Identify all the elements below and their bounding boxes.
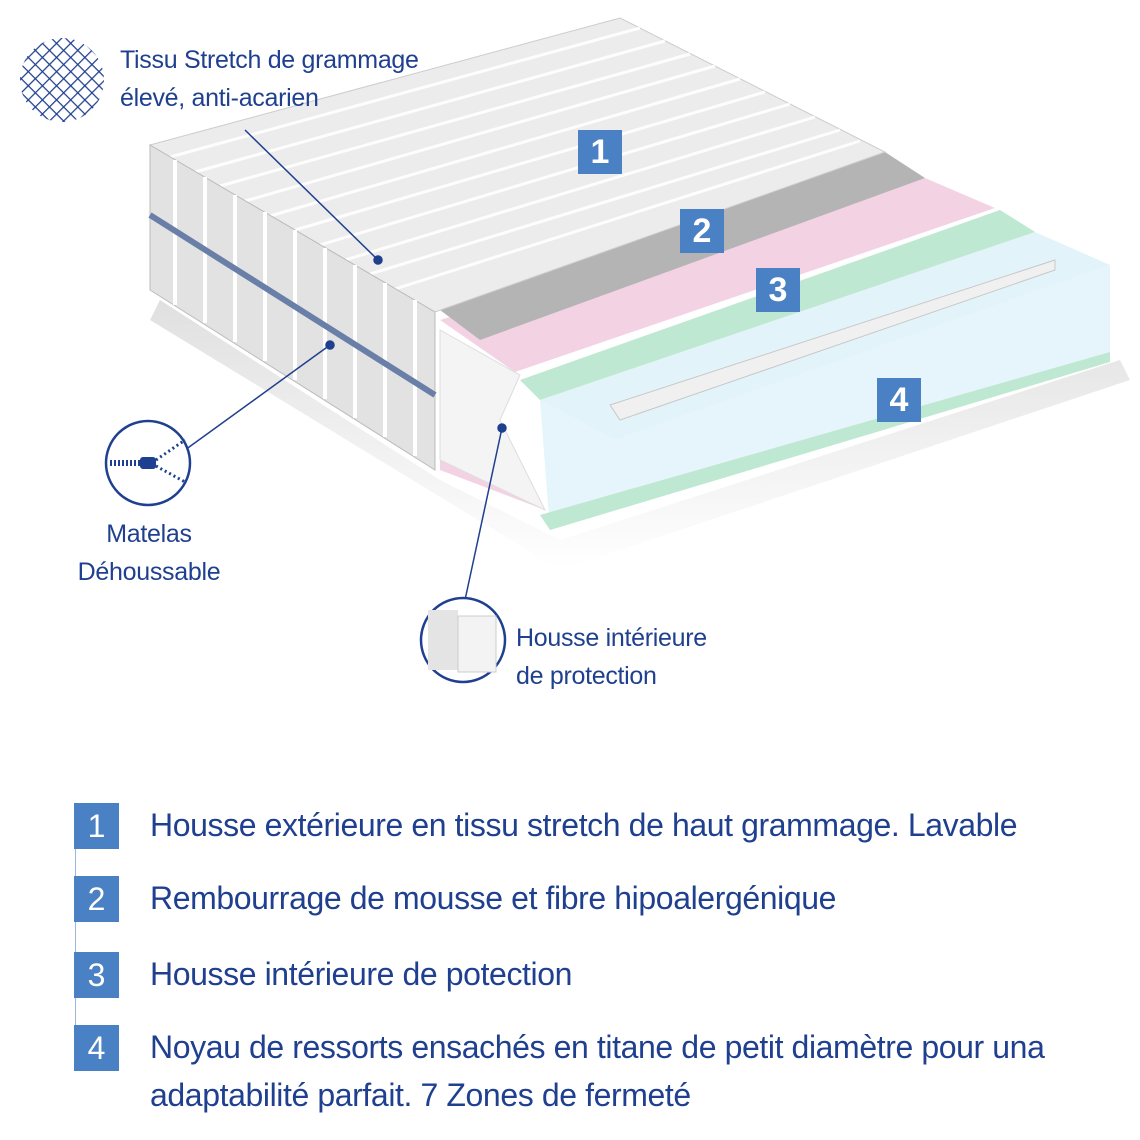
legend-item-2: 2 Rembourrage de mousse et fibre hipoale… [74, 876, 836, 922]
core-green-base [540, 352, 1110, 530]
legend-text: Housse extérieure en tissu stretch de ha… [150, 807, 1018, 843]
inner-foam-side [439, 329, 547, 512]
legend-item-1: 1 Housse extérieure en tissu stretch de … [74, 803, 1018, 849]
core-layer-front [540, 265, 1110, 530]
legend-num: 1 [74, 803, 119, 849]
layer-badge-2: 2 [680, 209, 724, 253]
callout-inner-cover: Housse intérieure de protection [516, 619, 707, 695]
legend-num: 2 [74, 876, 119, 922]
legend-num: 3 [74, 952, 119, 998]
layer-badge-1: 1 [578, 130, 622, 174]
callout-inner-cover-line2: de protection [516, 662, 657, 690]
callout-fabric-line1: Tissu Stretch de grammage [120, 46, 419, 74]
legend-num: 4 [74, 1025, 119, 1071]
zipper-icon [104, 419, 192, 507]
zipper-seam [148, 212, 437, 398]
mattress-illustration [20, 17, 1130, 684]
springs-area [609, 259, 1056, 421]
legend-text: Housse intérieure de potection [150, 956, 573, 992]
pink-layer [440, 178, 995, 372]
legend-text: Noyau de ressorts ensachés en titane de … [150, 1029, 1045, 1113]
callout-fabric-line2: élevé, anti-acarien [120, 84, 319, 112]
legend-divider [75, 805, 76, 1067]
callout-removable-line2: Déhoussable [77, 558, 221, 586]
legend-item-4: 4 Noyau de ressorts ensachés en titane d… [74, 1025, 1090, 1119]
inner-cover-icon [419, 596, 507, 684]
floor-shadow [150, 300, 1130, 570]
layer-badge-3: 3 [756, 268, 800, 312]
legend-text: Rembourrage de mousse et fibre hipoalerg… [150, 880, 837, 916]
layer-badge-4: 4 [877, 378, 921, 422]
callout-fabric: Tissu Stretch de grammage élevé, anti-ac… [120, 41, 419, 117]
callout-inner-cover-line1: Housse intérieure [516, 624, 707, 652]
fabric-mesh-icon [20, 38, 104, 122]
legend-item-3: 3 Housse intérieure de potection [74, 952, 572, 998]
callout-removable-line1: Matelas [106, 520, 192, 548]
callout-removable: Matelas Déhoussable [76, 515, 222, 591]
